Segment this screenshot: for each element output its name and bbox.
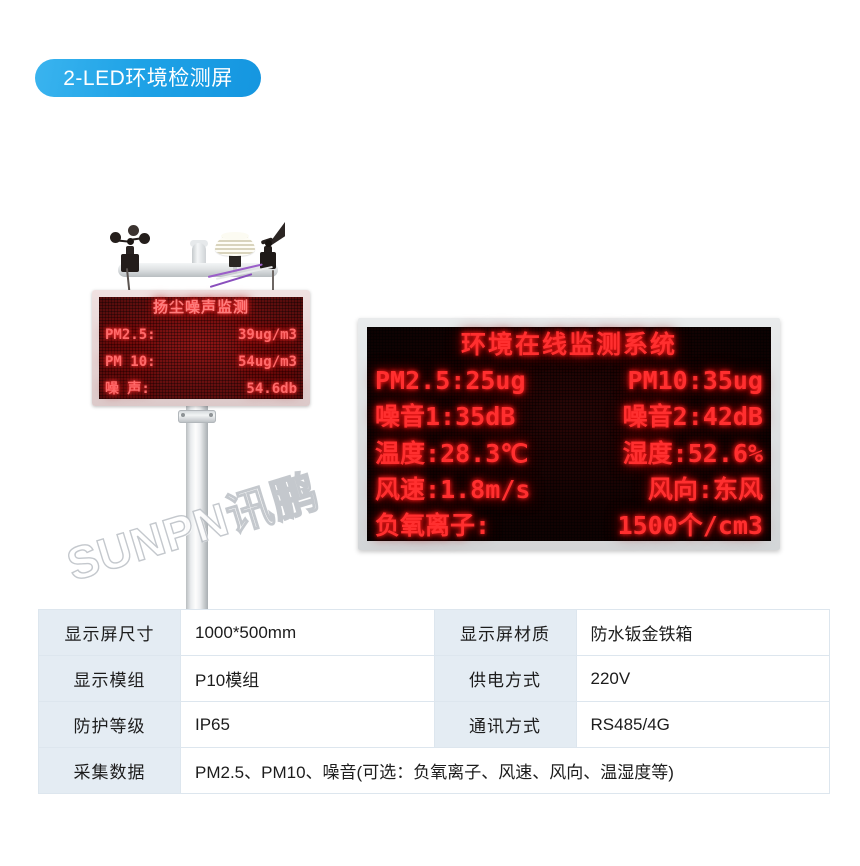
- led-panel-small: 扬尘噪声监测 PM2.5: 39ug/m3 PM 10: 54ug/m3 噪 声…: [99, 297, 303, 399]
- pole-collar-bolt-left-icon: [181, 413, 185, 417]
- spec-value-screen-size: 1000*500mm: [180, 609, 435, 656]
- spec-value-collected-data: PM2.5、PM10、噪音(可选：负氧离子、风速、风向、温湿度等): [180, 747, 830, 794]
- anemometer-body: [121, 254, 139, 272]
- spec-key-communication: 通讯方式: [433, 701, 577, 748]
- anemometer-hub: [127, 238, 134, 245]
- wind-vane-hub: [265, 240, 272, 247]
- led2-value-windspeed: 1.8m/s: [440, 474, 531, 504]
- led1-row-pm25: PM2.5: 39ug/m3: [104, 328, 298, 342]
- spec-key-power-supply: 供电方式: [433, 655, 577, 702]
- led2-label-windspeed: 风速:: [375, 474, 441, 504]
- table-row: 防护等级 IP65 通讯方式 RS485/4G: [38, 701, 830, 748]
- spec-key-display-module: 显示模组: [38, 655, 181, 702]
- led2-value-pm10: 35ug: [702, 366, 763, 396]
- led-screen-small: 扬尘噪声监测 PM2.5: 39ug/m3 PM 10: 54ug/m3 噪 声…: [92, 290, 310, 406]
- spec-table: 显示屏尺寸 1000*500mm 显示屏材质 防水钣金铁箱 显示模组 P10模组…: [38, 609, 830, 794]
- led2-row-wind: 风速: 1.8m/s 风向: 东风: [375, 477, 763, 502]
- table-row: 采集数据 PM2.5、PM10、噪音(可选：负氧离子、风速、风向、温湿度等): [38, 747, 830, 794]
- section-title-badge: 2-LED环境检测屏: [35, 59, 261, 97]
- led2-title: 环境在线监测系统: [460, 330, 677, 359]
- led2-label-noise2: 噪音2:: [622, 402, 703, 432]
- anemometer-cup: [128, 225, 139, 236]
- led2-row-negative-ion: 负氧离子: 1500个/cm3: [375, 513, 763, 538]
- led1-label-pm10: PM 10:: [105, 354, 156, 370]
- led-panel-large: 环境在线监测系统 PM2.5: 25ug PM10: 35ug 噪音1: 35d…: [367, 327, 771, 541]
- led2-value-noise1: 35dB: [455, 402, 516, 432]
- led-screen-large: 环境在线监测系统 PM2.5: 25ug PM10: 35ug 噪音1: 35d…: [358, 318, 780, 550]
- anemometer-icon: [108, 224, 154, 272]
- led2-label-humidity: 湿度:: [622, 438, 688, 468]
- led1-label-noise: 噪 声:: [105, 381, 150, 397]
- led2-value-humidity: 52.6%: [687, 438, 763, 468]
- led2-label-pm10: PM10:: [627, 366, 703, 396]
- spec-key-screen-material: 显示屏材质: [433, 609, 577, 656]
- spec-value-power-supply: 220V: [575, 655, 830, 702]
- led2-cell-pm10: PM10: 35ug: [569, 368, 763, 393]
- led1-row-noise: 噪 声: 54.6db: [104, 382, 298, 396]
- spec-value-protection-grade: IP65: [180, 701, 435, 748]
- wind-vane-icon: [248, 222, 288, 274]
- led2-cell-winddir: 风向: 东风: [569, 477, 763, 502]
- led2-value-pm25: 25ug: [465, 366, 526, 396]
- led2-value-noise2: 42dB: [702, 402, 763, 432]
- led2-row-noise: 噪音1: 35dB 噪音2: 42dB: [375, 404, 763, 429]
- led2-cell-noise1: 噪音1: 35dB: [375, 404, 569, 429]
- pole-collar-bolt-right-icon: [209, 413, 213, 417]
- product-photo: 扬尘噪声监测 PM2.5: 39ug/m3 PM 10: 54ug/m3 噪 声…: [0, 100, 860, 683]
- led2-value-negative-ion: 1500个/cm3: [617, 510, 763, 540]
- led2-cell-temp: 温度: 28.3℃: [375, 441, 569, 466]
- pole-shaft: [186, 400, 208, 675]
- table-row: 显示屏尺寸 1000*500mm 显示屏材质 防水钣金铁箱: [38, 609, 830, 656]
- led2-cell-windspeed: 风速: 1.8m/s: [375, 477, 569, 502]
- led2-row-temp-humidity: 温度: 28.3℃ 湿度: 52.6%: [375, 441, 763, 466]
- pole-collar: [178, 410, 216, 423]
- led1-title: 扬尘噪声监测: [152, 298, 249, 316]
- led1-value-pm25: 39ug/m3: [237, 327, 297, 343]
- led2-label-pm25: PM2.5:: [375, 366, 466, 396]
- led2-value-temp: 28.3℃: [440, 438, 529, 468]
- spec-key-protection-grade: 防护等级: [38, 701, 181, 748]
- led1-value-noise: 54.6db: [246, 381, 297, 397]
- spec-value-screen-material: 防水钣金铁箱: [575, 609, 830, 656]
- radiation-shield-cap: [221, 232, 249, 240]
- led2-cell-pm25: PM2.5: 25ug: [375, 368, 569, 393]
- radiation-shield-plates: [215, 234, 255, 256]
- anemometer-cup: [139, 233, 150, 244]
- spec-key-screen-size: 显示屏尺寸: [38, 609, 181, 656]
- led2-value-winddir: 东风: [712, 474, 763, 504]
- led1-value-pm10: 54ug/m3: [237, 354, 297, 370]
- led2-cell-noise2: 噪音2: 42dB: [569, 404, 763, 429]
- led2-label-temp: 温度:: [375, 438, 441, 468]
- anemometer-cup: [110, 232, 121, 243]
- led2-cell-humidity: 湿度: 52.6%: [569, 441, 763, 466]
- led2-row-pm: PM2.5: 25ug PM10: 35ug: [375, 368, 763, 393]
- led2-label-negative-ion: 负氧离子:: [375, 510, 491, 540]
- spec-key-collected-data: 采集数据: [38, 747, 181, 794]
- temp-humidity-sensor: [229, 254, 241, 267]
- wind-vane-body: [260, 252, 276, 269]
- section-title-label: 2-LED环境检测屏: [63, 67, 233, 90]
- spec-value-communication: RS485/4G: [575, 701, 830, 748]
- table-row: 显示模组 P10模组 供电方式 220V: [38, 655, 830, 702]
- radiation-shield-icon: [215, 232, 255, 276]
- led2-label-noise1: 噪音1:: [375, 402, 456, 432]
- sensor-cable: [272, 270, 274, 292]
- led2-label-winddir: 风向:: [647, 474, 713, 504]
- led1-label-pm25: PM2.5:: [105, 327, 156, 343]
- spec-value-display-module: P10模组: [180, 655, 435, 702]
- led1-row-pm10: PM 10: 54ug/m3: [104, 355, 298, 369]
